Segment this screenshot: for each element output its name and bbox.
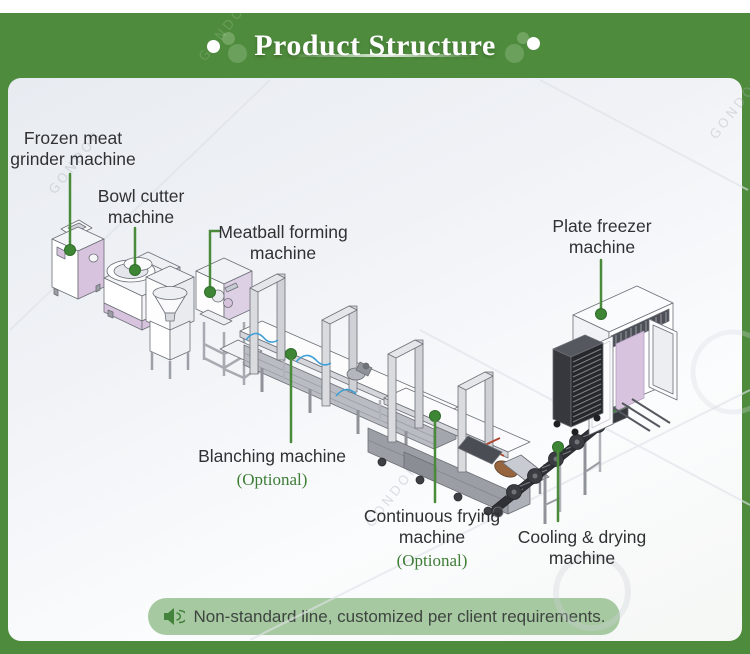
watermark-logo-rings (553, 329, 750, 631)
connector-grinder (64, 172, 76, 256)
continuous-frying-machine-illustration (367, 339, 531, 516)
title-accent-dot-left-big (228, 44, 247, 63)
label-line: Plate freezer (552, 216, 652, 236)
label-line: Meatball forming (218, 222, 348, 242)
optional-tag: (Optional) (236, 470, 308, 489)
watermark-text-3: GONDOR (707, 72, 750, 142)
label-line: machine (398, 527, 466, 547)
title-accent-dot-right-big (505, 44, 524, 63)
connector-cooling (552, 441, 564, 523)
blanching-machine-illustration (239, 273, 459, 455)
label-line: machine (249, 243, 317, 263)
title-accent-dot-left-white (207, 40, 220, 53)
label-frozen-meat-grinder: Frozen meat grinder machine (10, 128, 135, 170)
label-blanching: Blanching machine (Optional) (198, 446, 346, 490)
label-line: grinder machine (10, 149, 136, 169)
label-line: Cooling & drying (517, 527, 647, 547)
connector-plate-freezer (595, 258, 607, 320)
connectors (64, 172, 607, 523)
title-underline-shine (290, 54, 480, 57)
label-line: Continuous frying (363, 506, 501, 526)
title-accent-dot-left-small (222, 32, 235, 45)
watermark-text-band: GONDOR (196, 0, 255, 64)
connector-blanching (285, 348, 297, 444)
label-cooling-drying: Cooling & drying machine (518, 527, 646, 569)
label-bowl-cutter: Bowl cutter machine (98, 186, 185, 228)
label-line: machine (107, 207, 175, 227)
footer-note: Non-standard line, customized per client… (148, 598, 620, 635)
plate-rack-trolley-illustration (552, 334, 604, 436)
connector-bowl-cutter (129, 226, 141, 276)
connector-frying (429, 410, 441, 504)
label-line: machine (568, 237, 636, 257)
label-continuous-frying: Continuous frying machine (Optional) (364, 506, 500, 571)
label-plate-freezer: Plate freezer machine (552, 216, 651, 258)
frozen-meat-grinder-illustration (51, 219, 105, 300)
optional-tag: (Optional) (396, 551, 468, 570)
speaker-icon (163, 608, 185, 625)
label-line: Frozen meat (23, 128, 123, 148)
label-line: machine (548, 548, 616, 568)
label-line: Blanching machine (198, 446, 346, 466)
top-strip (0, 0, 750, 13)
label-line: Bowl cutter (97, 186, 185, 206)
title-accent-dot-right-small (517, 32, 529, 44)
label-meatball-forming: Meatball forming machine (218, 222, 347, 264)
footer-text: Non-standard line, customized per client… (193, 606, 606, 626)
title-accent-dot-right-white (527, 37, 540, 50)
meatball-forming-machine-illustration (145, 257, 263, 385)
connector-meatball-former (204, 229, 221, 298)
